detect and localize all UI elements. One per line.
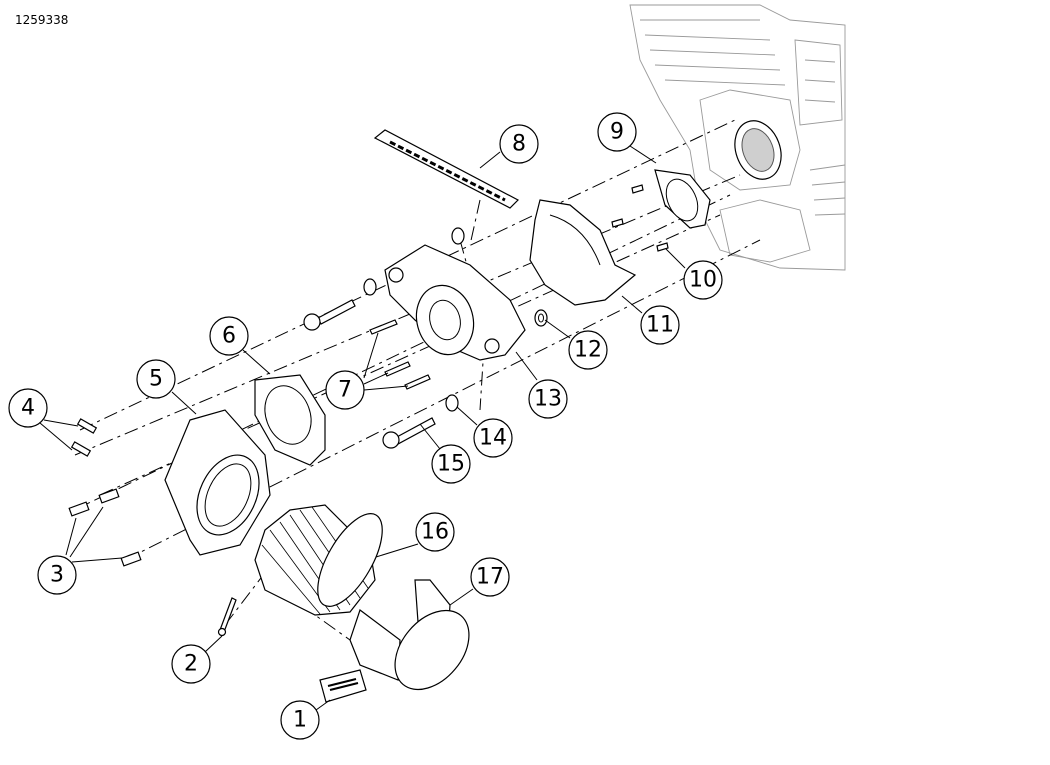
callout-16: 16 xyxy=(415,512,455,552)
part-7-screws xyxy=(369,319,431,390)
callout-15: 15 xyxy=(431,444,471,484)
callout-13: 13 xyxy=(528,379,568,419)
callout-9: 9 xyxy=(597,112,637,152)
callout-11: 11 xyxy=(640,305,680,345)
diagram-id-label: 1259338 xyxy=(15,13,69,27)
svg-text:12: 12 xyxy=(574,338,602,363)
svg-text:2: 2 xyxy=(184,652,198,677)
svg-text:11: 11 xyxy=(646,313,674,338)
part-9-gasket xyxy=(654,169,711,229)
part-6-gasket xyxy=(254,374,326,466)
callout-2: 2 xyxy=(171,644,211,684)
part-16-filter xyxy=(254,504,383,616)
part-5-backplate xyxy=(164,409,271,556)
callout-1: 1 xyxy=(280,700,320,740)
callout-5: 5 xyxy=(136,359,176,399)
callout-14: 14 xyxy=(473,418,513,458)
part-1-label xyxy=(319,669,367,703)
part-13-mounting-plate xyxy=(384,244,526,361)
callout-12: 12 xyxy=(568,330,608,370)
callout-8: 8 xyxy=(499,124,539,164)
svg-text:9: 9 xyxy=(610,120,624,145)
svg-text:8: 8 xyxy=(512,132,526,157)
callout-4: 4 xyxy=(8,388,48,428)
callout-17: 17 xyxy=(470,557,510,597)
svg-text:10: 10 xyxy=(689,268,717,293)
svg-text:6: 6 xyxy=(222,324,236,349)
washers-and-bolts xyxy=(303,227,465,449)
svg-text:5: 5 xyxy=(149,367,163,392)
svg-text:14: 14 xyxy=(479,426,507,451)
part-10-screws xyxy=(611,184,669,252)
part-8-decal xyxy=(373,129,520,209)
part-4-screws xyxy=(70,418,98,457)
part-17-cover xyxy=(349,579,470,691)
svg-text:16: 16 xyxy=(421,520,449,545)
svg-text:13: 13 xyxy=(534,387,562,412)
part-3-screws xyxy=(68,488,142,567)
svg-text:7: 7 xyxy=(338,378,352,403)
svg-text:1: 1 xyxy=(293,708,307,733)
leader-lines xyxy=(39,145,686,711)
callout-3: 3 xyxy=(37,555,77,595)
svg-text:15: 15 xyxy=(437,452,465,477)
part-2-screw xyxy=(217,597,237,637)
part-11-bracket xyxy=(529,199,637,306)
callout-7: 7 xyxy=(325,370,365,410)
svg-text:3: 3 xyxy=(50,563,64,588)
svg-text:17: 17 xyxy=(476,565,504,590)
part-12-washer xyxy=(534,309,548,327)
callout-10: 10 xyxy=(683,260,723,300)
callouts: 1 2 3 4 5 6 7 8 9 10 11 12 13 14 15 16 1… xyxy=(8,112,723,740)
svg-text:4: 4 xyxy=(21,396,35,421)
engine-illustration xyxy=(629,4,846,271)
callout-6: 6 xyxy=(209,316,249,356)
